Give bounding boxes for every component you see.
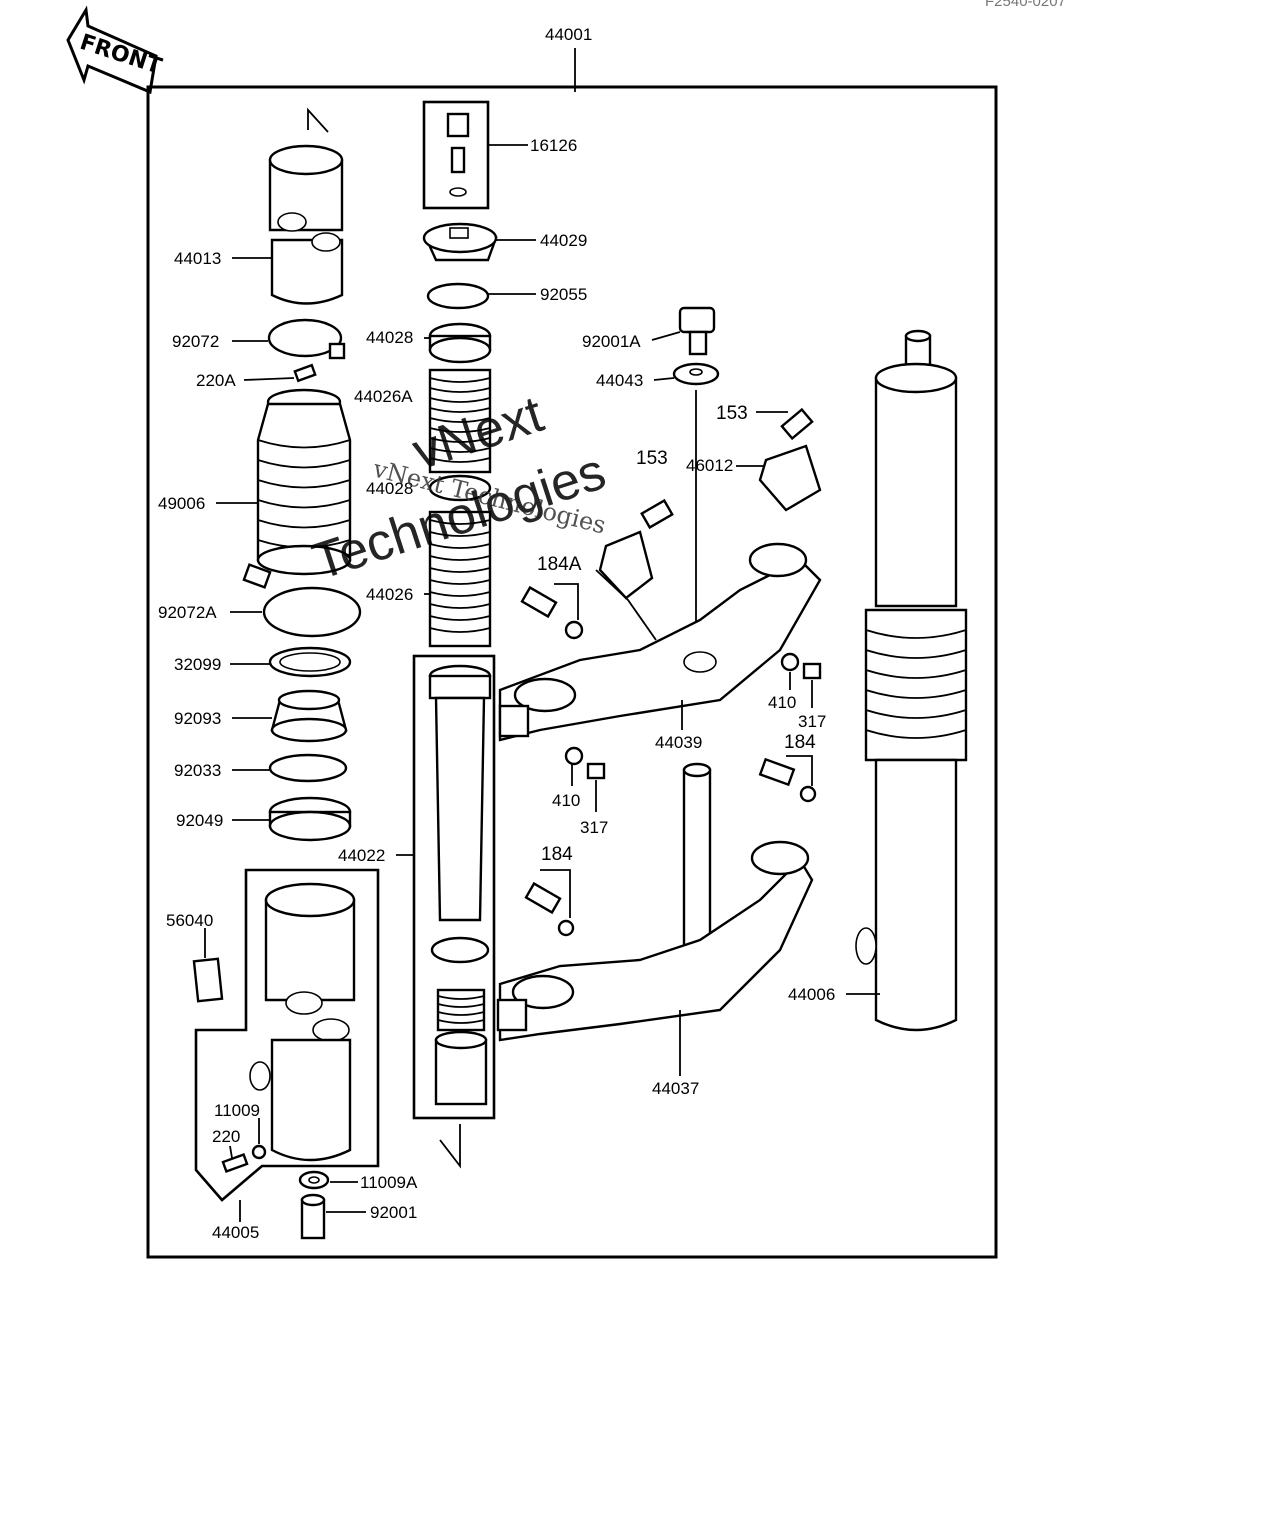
label-44001: 44001	[545, 25, 592, 44]
part-220-screw	[221, 1153, 249, 1173]
label-220A: 220A	[196, 371, 236, 390]
label-92072A: 92072A	[158, 603, 217, 622]
label-92049: 92049	[176, 811, 223, 830]
label-44039: 44039	[655, 733, 702, 752]
part-44013-cover	[268, 144, 344, 305]
part-44006-fork-assembly	[855, 329, 968, 1032]
part-92093-seal	[270, 689, 348, 743]
part-153-bolt-a	[780, 407, 814, 441]
label-184-a: 184	[784, 732, 816, 753]
arrow-down-icon	[439, 1124, 461, 1169]
label-44022: 44022	[338, 846, 385, 865]
part-153-bolt-b	[640, 498, 674, 530]
subframe-44022	[412, 654, 496, 1120]
label-317-a: 317	[798, 712, 826, 731]
part-44029-cap	[422, 222, 498, 262]
part-92001A-bolt	[678, 306, 716, 356]
part-317-nut-b	[586, 762, 606, 780]
part-44028-collar-top	[428, 322, 492, 364]
part-44026-spring	[428, 510, 492, 648]
part-317-nut-a	[802, 662, 822, 680]
subframe-16126	[422, 100, 490, 210]
label-92001: 92001	[370, 1203, 417, 1222]
label-92093: 92093	[174, 709, 221, 728]
part-49006-boot	[256, 388, 352, 576]
label-410-a: 410	[768, 693, 796, 712]
label-317-b: 317	[580, 818, 608, 837]
label-410-b: 410	[552, 791, 580, 810]
label-44006: 44006	[788, 985, 835, 1004]
part-11009-washer	[251, 1144, 267, 1160]
diagram-code: F2540-0207	[985, 0, 1066, 10]
part-184-bolt-right	[758, 757, 817, 803]
label-11009A: 11009A	[360, 1173, 418, 1192]
part-56040-label	[192, 957, 224, 1003]
label-44013: 44013	[174, 249, 221, 268]
label-44005: 44005	[212, 1223, 259, 1242]
part-44028-collar-mid	[428, 474, 492, 502]
label-44029: 44029	[540, 231, 587, 250]
subframe-44005	[194, 868, 380, 1202]
label-92055: 92055	[540, 285, 587, 304]
label-92072: 92072	[172, 332, 219, 351]
label-44028-a: 44028	[366, 328, 413, 347]
front-arrow-icon: FRONT	[66, 5, 164, 95]
part-184-bolt-left	[524, 881, 575, 937]
part-16126-valve	[446, 112, 470, 197]
part-44037-steering-stem	[496, 762, 814, 1042]
part-44022-inner-tube	[428, 664, 492, 1106]
part-92055-oring	[426, 282, 490, 310]
label-184-b: 184	[541, 844, 573, 865]
label-220: 220	[212, 1127, 240, 1146]
part-44039-upper-bracket	[498, 542, 822, 742]
label-44043: 44043	[596, 371, 643, 390]
label-56040: 56040	[166, 911, 213, 930]
part-220A-screw	[293, 363, 317, 383]
label-153-a: 153	[716, 403, 748, 424]
part-92072A-clamp	[262, 586, 362, 638]
label-92001A: 92001A	[582, 332, 641, 351]
label-44028-b: 44028	[366, 479, 413, 498]
label-92033: 92033	[174, 761, 221, 780]
label-44037: 44037	[652, 1079, 699, 1098]
arrow-up-icon	[307, 107, 329, 133]
part-184A-bolt	[520, 585, 584, 640]
label-32099: 32099	[174, 655, 221, 674]
label-184A: 184A	[537, 554, 582, 575]
part-46012-holder	[758, 444, 822, 512]
label-49006: 49006	[158, 494, 205, 513]
part-92001-bolt	[300, 1193, 326, 1240]
part-44026A-spring	[428, 368, 492, 474]
part-410-washer-a	[780, 652, 800, 672]
part-92033-circlip	[268, 753, 348, 783]
label-16126: 16126	[530, 136, 577, 155]
part-44005-outer-tube	[249, 882, 356, 1162]
assembly-frame	[146, 85, 998, 1259]
part-92072-clamp	[267, 318, 343, 358]
part-410-washer-b	[564, 746, 584, 766]
label-44026: 44026	[366, 585, 413, 604]
label-153-b: 153	[636, 448, 668, 469]
label-44026A: 44026A	[354, 387, 413, 406]
label-46012: 46012	[686, 456, 733, 475]
label-11009: 11009	[214, 1101, 260, 1120]
part-clamp-left	[598, 530, 654, 600]
